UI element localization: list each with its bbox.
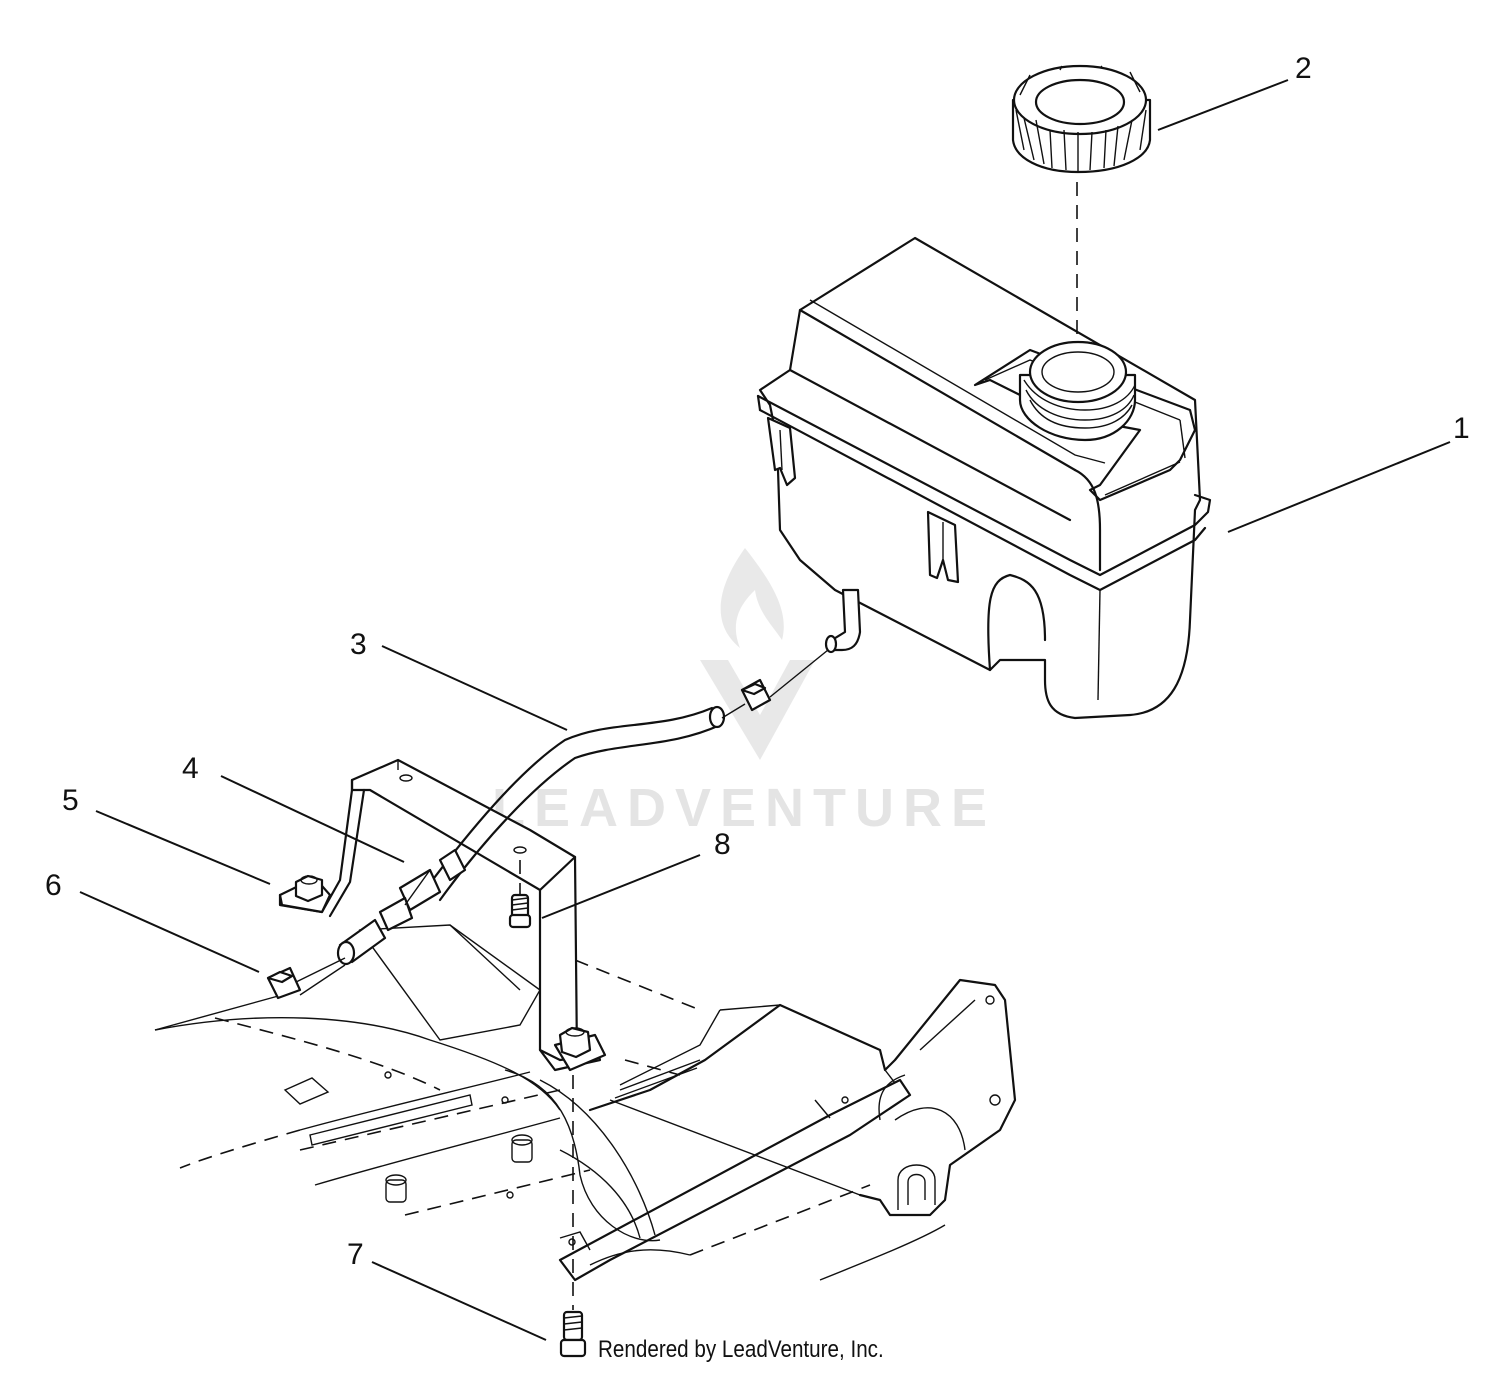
leader-5 — [95, 810, 271, 885]
leader-3 — [381, 645, 568, 731]
bolt-7 — [559, 1075, 587, 1358]
render-credit: Rendered by LeadVenture, Inc. — [598, 1336, 884, 1363]
callout-3: 3 — [350, 628, 367, 661]
bolt-8 — [508, 860, 532, 929]
frame — [154, 924, 1017, 1282]
watermark-text: LEADVENTURE — [492, 778, 996, 838]
callout-4: 4 — [182, 752, 199, 785]
callout-2: 2 — [1295, 52, 1312, 85]
callout-5: 5 — [62, 784, 79, 817]
callout-8: 8 — [714, 828, 731, 861]
fuel-tank — [756, 236, 1212, 720]
clamp-tank — [721, 649, 829, 719]
fuel-line — [154, 705, 726, 1031]
watermark-logo-icon — [700, 548, 815, 760]
leader-7 — [371, 1261, 547, 1341]
leader-2 — [1157, 79, 1289, 131]
leader-4 — [220, 775, 405, 863]
callout-1: 1 — [1453, 412, 1470, 445]
leader-6 — [79, 891, 260, 973]
fuel-cap — [1011, 64, 1152, 342]
callout-6: 6 — [45, 869, 62, 902]
leader-1 — [1227, 441, 1451, 533]
lock-nut-5 — [278, 874, 332, 914]
callout-7: 7 — [347, 1238, 364, 1271]
stud — [385, 1174, 407, 1203]
stud — [511, 1134, 533, 1163]
bracket — [278, 758, 602, 1072]
leader-8 — [541, 854, 701, 919]
clamp-6 — [266, 966, 302, 1000]
lock-nut-bracket — [553, 1026, 607, 1072]
